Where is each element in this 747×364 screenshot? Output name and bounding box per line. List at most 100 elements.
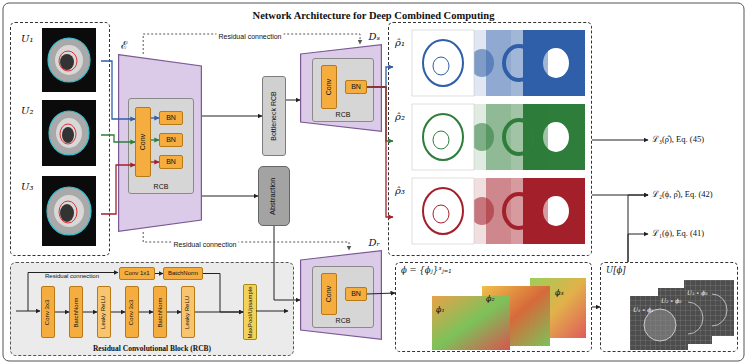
mri-slice <box>59 51 77 71</box>
prediction-maps <box>486 30 548 96</box>
rcb-block: RCBConvBN <box>312 58 374 122</box>
layer-label: BN <box>166 136 176 144</box>
encoder-block: ℰRCBConvBNBNBN <box>118 54 202 232</box>
output-group: ρ̂₁ ρ̂₂ ρ̂₃ <box>388 22 592 256</box>
block-label: Bottleneck RCB <box>270 91 278 140</box>
prediction-maps <box>486 178 548 244</box>
detail-caption: Residual Convolutional Block (RCB) <box>93 345 211 354</box>
connection-label: Residual connection <box>171 241 238 249</box>
data-flow-arrow <box>101 61 135 119</box>
label-holder: ϕ₂ <box>486 287 495 305</box>
batchnorm-layer: BatchNorm <box>153 286 167 338</box>
prediction-stack: ρ̂₁ <box>393 29 589 101</box>
mri-slice <box>59 201 77 223</box>
mri-slice <box>42 176 96 246</box>
deformation-group: ϕ = {ϕⱼ}³ⱼ₌₁ <box>395 262 592 352</box>
conv-layer: Conv 3x3 <box>41 286 55 338</box>
mri-slice <box>55 45 83 75</box>
conv-layer: Conv <box>135 107 151 177</box>
label-holder: Residual connection <box>43 264 101 282</box>
label-holder: U₃ ∘ ϕ₃ <box>687 281 708 299</box>
deformation-fields <box>482 286 550 346</box>
bottleneck-block: Bottleneck RCB <box>262 76 286 156</box>
stack-label: ρ̂₂ <box>395 111 405 123</box>
prediction-maps <box>543 122 569 152</box>
output-arrow <box>256 311 288 312</box>
data-flow-arrow <box>286 100 300 101</box>
mri-slice <box>60 54 74 70</box>
layer-label: Leaky ReLU <box>185 295 192 328</box>
layer-label: Conv 3x3 <box>129 299 136 324</box>
loss-term: ℒ₃(ρ̂), Eq. (45) <box>648 132 740 148</box>
layer-label: BN <box>166 114 176 122</box>
decoder-block: DᵣRCBConvBN <box>300 250 382 340</box>
bn-layer: BN <box>159 111 183 125</box>
mri-slice <box>42 176 96 246</box>
outer-frame <box>3 3 744 361</box>
prediction-maps <box>470 197 494 225</box>
prediction-maps <box>543 48 569 78</box>
layer-label: BatchNorm <box>157 297 164 327</box>
loss-term: ℒ₂(ϕ, ρ̂), Eq. (42) <box>648 187 740 203</box>
decoder-block: DₛRCBConvBN <box>300 44 382 132</box>
warp-label: U₂ ∘ ϕ₂ <box>661 298 682 304</box>
label-holder: ϕ₁ <box>436 298 445 316</box>
abstraction-block: Abstraction <box>258 166 290 226</box>
mri-slice <box>48 38 90 82</box>
prediction-maps <box>470 49 494 77</box>
bn-layer: BN <box>159 133 183 147</box>
data-flow-arrow <box>203 274 243 313</box>
data-flow-arrow <box>592 307 600 308</box>
data-flow-arrow <box>139 312 153 313</box>
connection-label: Residual connection <box>43 273 101 279</box>
layer-label: Conv <box>139 134 147 150</box>
prediction-maps <box>504 194 534 228</box>
stack-label: ρ̂₃ <box>395 185 405 197</box>
mri-slice <box>60 204 74 222</box>
encoder-label: ℰ <box>121 40 128 53</box>
warped-images <box>658 288 712 344</box>
layer-label: MaxPool/Upsample <box>247 286 254 338</box>
stack-label: ρ̂₁ <box>395 37 405 49</box>
rcb-block: RCBConvBNBNBN <box>128 98 194 194</box>
loss-label: ℒ₂(ϕ, ρ̂), Eq. (42) <box>652 190 713 200</box>
warped-images <box>630 296 688 350</box>
data-flow-arrow <box>151 161 159 162</box>
data-flow-arrow <box>628 234 648 262</box>
decoder-label: Dᵣ <box>369 237 381 249</box>
mri-slice <box>47 187 91 235</box>
mri-slice <box>56 118 82 148</box>
trapezoid-outline <box>301 251 382 340</box>
prediction-maps <box>412 104 474 170</box>
field-label: ϕ₂ <box>486 295 495 303</box>
layer-label: BatchNorm <box>73 297 80 327</box>
prediction-maps <box>449 30 511 96</box>
activation-layer: Leaky ReLU <box>97 286 111 338</box>
input-image: U₂ <box>19 99 101 171</box>
prediction-maps <box>433 131 449 149</box>
rcb-label: RCB <box>154 183 169 191</box>
layer-label: BatchNorm <box>168 270 198 277</box>
data-flow-arrow <box>111 312 125 313</box>
prediction-maps <box>423 114 463 160</box>
prediction-maps <box>449 178 511 244</box>
connection-label: Residual connection <box>216 33 283 41</box>
pooling-layer: MaxPool/Upsample <box>243 284 257 340</box>
prediction-maps <box>523 104 585 170</box>
layer-label: BN <box>166 158 176 166</box>
layer-label: Leaky ReLU <box>101 295 108 328</box>
rcb-label: RCB <box>336 317 351 325</box>
data-flow-arrow <box>151 117 159 118</box>
decoder-label: Dₛ <box>369 31 380 43</box>
prediction-maps <box>423 188 463 234</box>
input-arrow <box>16 311 40 312</box>
activation-layer: Leaky ReLU <box>181 286 195 338</box>
prediction-maps <box>523 30 585 96</box>
rcb-block: RCBConvBN <box>312 266 374 328</box>
prediction-maps <box>449 104 511 170</box>
mri-slice <box>54 195 84 227</box>
residual-connection <box>143 34 360 54</box>
diagram-title: Network Architecture for Deep Combined C… <box>253 10 495 21</box>
input-image: U₃ <box>19 175 101 253</box>
